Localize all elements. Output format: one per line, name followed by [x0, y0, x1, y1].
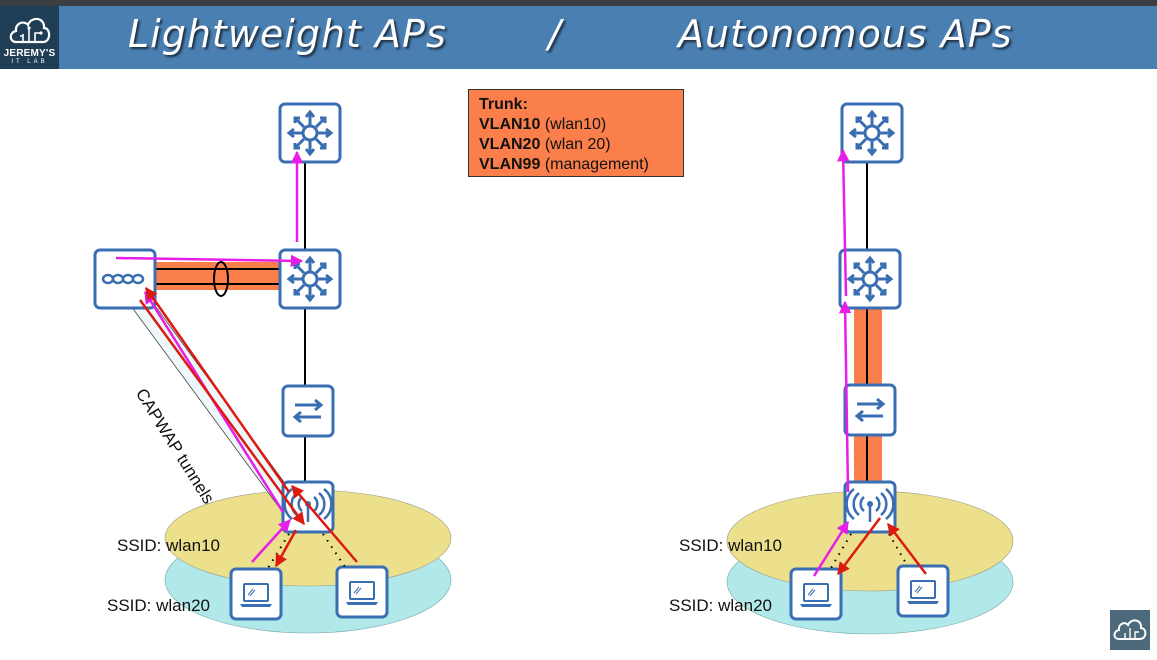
ssid-wlan20-label: SSID: wlan20	[107, 596, 210, 615]
laptop-left-2[interactable]	[335, 565, 389, 619]
etherchannel-bundle-icon	[213, 261, 229, 297]
arrow-magenta-ap-to-dist-right	[838, 300, 852, 493]
vlan-desc: (management)	[544, 156, 649, 173]
slide-header	[0, 6, 1157, 69]
title-autonomous-aps: Autonomous APs	[678, 12, 1013, 56]
laptop-right-1[interactable]	[789, 567, 843, 621]
distribution-switch-left[interactable]	[278, 248, 342, 310]
arrow-magenta-laptop-to-ap	[251, 519, 291, 563]
vlan-desc: (wlan10)	[544, 116, 607, 133]
ssid-wlan20-label-right: SSID: wlan20	[669, 596, 772, 615]
trunk-vlan-box: Trunk: VLAN10 (wlan10) VLAN20 (wlan 20) …	[468, 89, 684, 177]
logo-text-line2: IT LAB	[11, 59, 48, 65]
access-switch-right[interactable]	[843, 383, 897, 437]
arrow-red-ap-to-laptop-right	[837, 517, 881, 575]
arrow-red-laptop-to-ap	[291, 485, 358, 563]
core-switch-left[interactable]	[278, 102, 342, 164]
arrow-red-laptop-to-ap-right	[887, 523, 927, 575]
arrow-red-ap-to-wlc	[144, 286, 291, 493]
laptop-left-1[interactable]	[229, 567, 283, 621]
vlan-id: VLAN99	[479, 156, 541, 173]
core-switch-right[interactable]	[840, 102, 904, 164]
vlan-id: VLAN10	[479, 116, 541, 133]
laptop-right-2[interactable]	[896, 564, 950, 618]
arrow-magenta-laptop-to-ap-right	[812, 520, 850, 577]
vlan-id: VLAN20	[479, 136, 541, 153]
access-switch-left[interactable]	[281, 384, 335, 438]
trunk-heading: Trunk:	[479, 96, 528, 113]
trunk-row-vlan20: VLAN20 (wlan 20)	[479, 135, 673, 155]
window-top-bar	[0, 0, 1157, 6]
ssid-wlan10-label: SSID: wlan10	[117, 536, 220, 555]
trunk-row-vlan10: VLAN10 (wlan10)	[479, 115, 673, 135]
logo-text-line1: JEREMY'S	[3, 48, 56, 59]
distribution-switch-right[interactable]	[838, 248, 902, 310]
arrow-red-ap-to-laptop	[274, 529, 298, 568]
vlan-desc: (wlan 20)	[544, 136, 611, 153]
cloud-circuit-icon	[9, 17, 51, 44]
arrow-red-wlc-to-ap	[138, 299, 306, 526]
jeremys-it-lab-logo: JEREMY'S IT LAB	[0, 6, 59, 69]
arrow-magenta-wlc-to-dist	[115, 254, 304, 268]
trunk-row-vlan99: VLAN99 (management)	[479, 155, 673, 175]
title-separator: /	[548, 12, 562, 56]
arrow-magenta-dist-to-core-right	[836, 148, 850, 297]
title-lightweight-aps: Lightweight APs	[128, 12, 447, 56]
cloud-circuit-icon	[1113, 619, 1147, 640]
corner-watermark-logo	[1110, 610, 1150, 650]
ssid-wlan10-label-right: SSID: wlan10	[679, 536, 782, 555]
